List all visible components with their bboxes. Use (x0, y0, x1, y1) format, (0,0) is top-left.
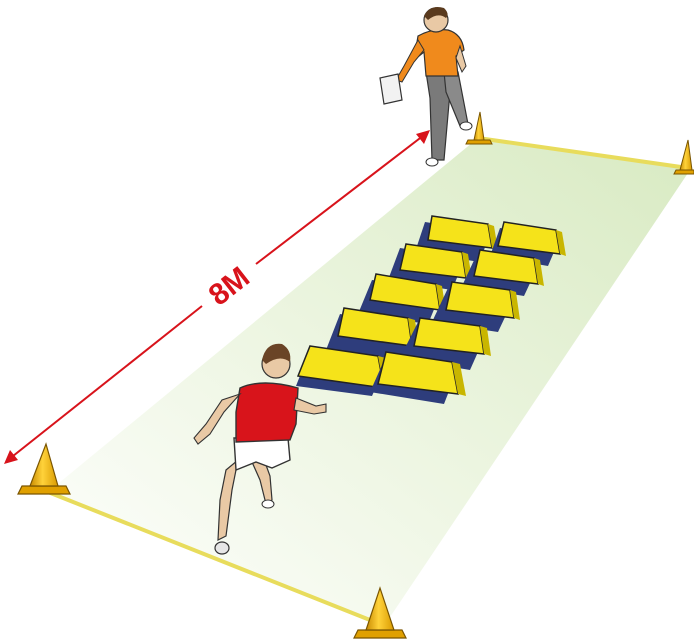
arrow-head-bottom (4, 450, 18, 464)
cone (18, 444, 70, 494)
arrow-head-top (416, 130, 430, 144)
distance-label: 8M (203, 261, 256, 313)
coach-figure (380, 7, 472, 166)
clipboard-icon (380, 74, 402, 104)
